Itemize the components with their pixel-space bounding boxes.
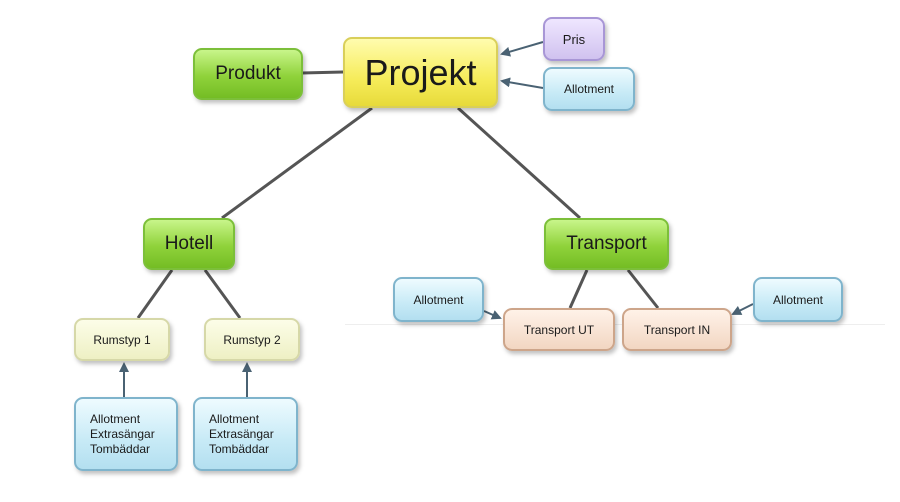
node-pris-label: Pris [562, 31, 586, 47]
node-allotment-right[interactable]: Allotment [753, 277, 843, 322]
arrow-pris-projekt [500, 41, 544, 57]
node-rumstyp-2[interactable]: Rumstyp 2 [204, 318, 300, 361]
node-room2-details[interactable]: Allotment Extrasängar Tombäddar [193, 397, 298, 471]
node-pris[interactable]: Pris [543, 17, 605, 61]
node-hotell[interactable]: Hotell [143, 218, 235, 270]
arrow-allotment-transport-ut [483, 310, 502, 320]
node-allotment-right-label: Allotment [772, 292, 824, 307]
line-hotell-rumstyp2 [203, 269, 242, 319]
line-transport-in [626, 269, 660, 309]
node-rumstyp-2-label: Rumstyp 2 [223, 332, 281, 347]
node-rumstyp-1-label: Rumstyp 1 [93, 332, 151, 347]
faint-divider [345, 324, 885, 325]
detail-line: Extrasängar [209, 426, 274, 441]
node-transport-in[interactable]: Transport IN [622, 308, 732, 351]
node-transport-ut[interactable]: Transport UT [503, 308, 615, 351]
line-transport-ut [568, 269, 589, 309]
node-transport[interactable]: Transport [544, 218, 669, 270]
node-rumstyp-1[interactable]: Rumstyp 1 [74, 318, 170, 361]
line-produkt-projekt [301, 70, 344, 75]
node-transport-label: Transport [566, 233, 647, 254]
node-produkt[interactable]: Produkt [193, 48, 303, 100]
line-hotell-rumstyp1 [136, 269, 174, 319]
node-room1-details[interactable]: Allotment Extrasängar Tombäddar [74, 397, 178, 471]
node-allotment-left[interactable]: Allotment [393, 277, 484, 322]
node-hotell-label: Hotell [164, 233, 214, 254]
detail-line: Tombäddar [209, 441, 270, 456]
line-projekt-transport [456, 106, 582, 220]
node-projekt-label: Projekt [364, 51, 477, 93]
detail-line: Extrasängar [90, 426, 155, 441]
line-projekt-hotell [221, 106, 373, 220]
node-transport-in-label: Transport IN [643, 322, 711, 337]
node-produkt-label: Produkt [215, 63, 281, 84]
detail-line: Allotment [90, 411, 141, 426]
arrow-allotment-projekt [500, 77, 544, 89]
detail-line: Tombäddar [90, 441, 151, 456]
node-allotment-left-label: Allotment [413, 292, 464, 307]
arrow-allotment-transport-in [731, 303, 754, 315]
detail-line: Allotment [209, 411, 260, 426]
node-allotment-top[interactable]: Allotment [543, 67, 635, 111]
node-projekt[interactable]: Projekt [343, 37, 498, 108]
node-transport-ut-label: Transport UT [523, 322, 595, 337]
node-allotment-top-label: Allotment [563, 82, 615, 96]
